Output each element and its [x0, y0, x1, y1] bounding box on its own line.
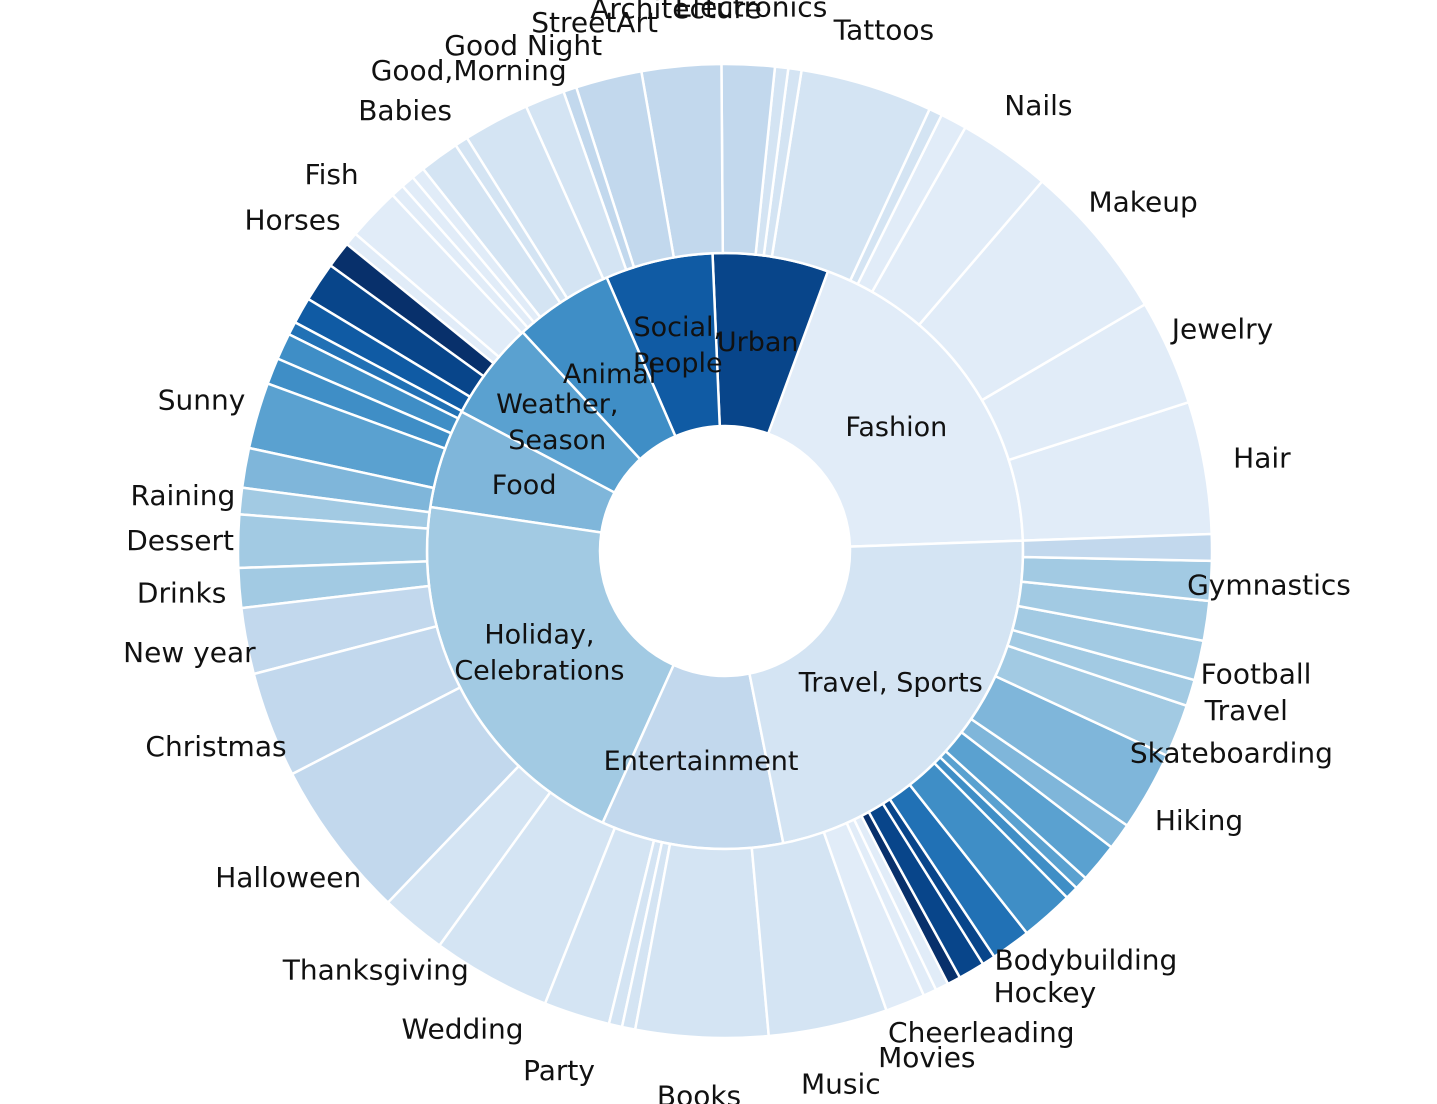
outer-label-books: Books [657, 1079, 741, 1104]
outer-label-electronics: Electronics [675, 0, 828, 24]
outer-label-bodybuilding: Bodybuilding [994, 943, 1177, 976]
inner-label-fashion: Fashion [845, 412, 947, 443]
outer-label-horses: Horses [244, 203, 340, 236]
outer-label-new-year: New year [123, 636, 256, 669]
outer-label-music: Music [801, 1068, 881, 1101]
outer-label-architecture: Architecture [590, 0, 761, 25]
outer-label-party: Party [523, 1054, 595, 1087]
outer-label-nails: Nails [1004, 89, 1072, 122]
outer-label-thanksgiving: Thanksgiving [282, 954, 469, 987]
outer-label-gymnastics: Gymnastics [1187, 569, 1351, 602]
outer-label-makeup: Makeup [1088, 185, 1197, 218]
outer-label-hockey: Hockey [994, 976, 1097, 1009]
inner-labels: Fashion UrbanSocial,PeopleAnimalWeather,S… [454, 312, 982, 777]
outer-label-good-night: Good Night [444, 29, 602, 62]
outer-label-babies: Babies [358, 94, 452, 127]
outer-label-dessert: Dessert [126, 524, 234, 557]
outer-label-fish: Fish [305, 158, 359, 191]
inner-label-entertainment: Entertainment [604, 746, 799, 777]
inner-label-weather-season: Weather,Season [496, 389, 618, 456]
outer-label-drinks: Drinks [137, 577, 226, 610]
outer-label-cheerleading: Cheerleading [888, 1016, 1075, 1049]
outer-label-christmas: Christmas [145, 730, 286, 763]
inner-label-food: Food [492, 470, 557, 501]
outer-label-raining: Raining [130, 479, 235, 512]
outer-wedge-travel-j [1021, 532, 1214, 563]
outer-label-travel: Travel [1204, 694, 1288, 727]
outer-labels: Hair Jewelry Makeup Nails TattoosElectronics… [123, 0, 1351, 1104]
outer-label-football: Football [1201, 658, 1312, 691]
outer-label-wedding: Wedding [401, 1013, 523, 1046]
outer-label-streetart: StreetArt [531, 6, 658, 39]
outer-label-tattoos: Tattoos [833, 14, 934, 47]
outer-label-movies: Movies [878, 1041, 975, 1074]
inner-label-animal: Animal [563, 359, 656, 390]
inner-label-urban: Urban [717, 327, 799, 358]
outer-label-jewelry: Jewelry [1170, 312, 1273, 345]
inner-label-travel-sports: Travel, Sports [798, 667, 983, 698]
inner-label-holiday-celebrations: Holiday,Celebrations [454, 619, 624, 686]
outer-label-sunny: Sunny [158, 383, 246, 416]
inner-label-social-people: Social,People [633, 312, 723, 379]
outer-label-good-morning: Good,Morning [371, 54, 567, 87]
outer-label-halloween: Halloween [215, 861, 361, 894]
outer-ring [236, 62, 1214, 1040]
outer-label-skateboarding: Skateboarding [1130, 736, 1333, 769]
outer-label-hair: Hair [1233, 441, 1291, 474]
outer-label-hiking: Hiking [1155, 804, 1243, 837]
